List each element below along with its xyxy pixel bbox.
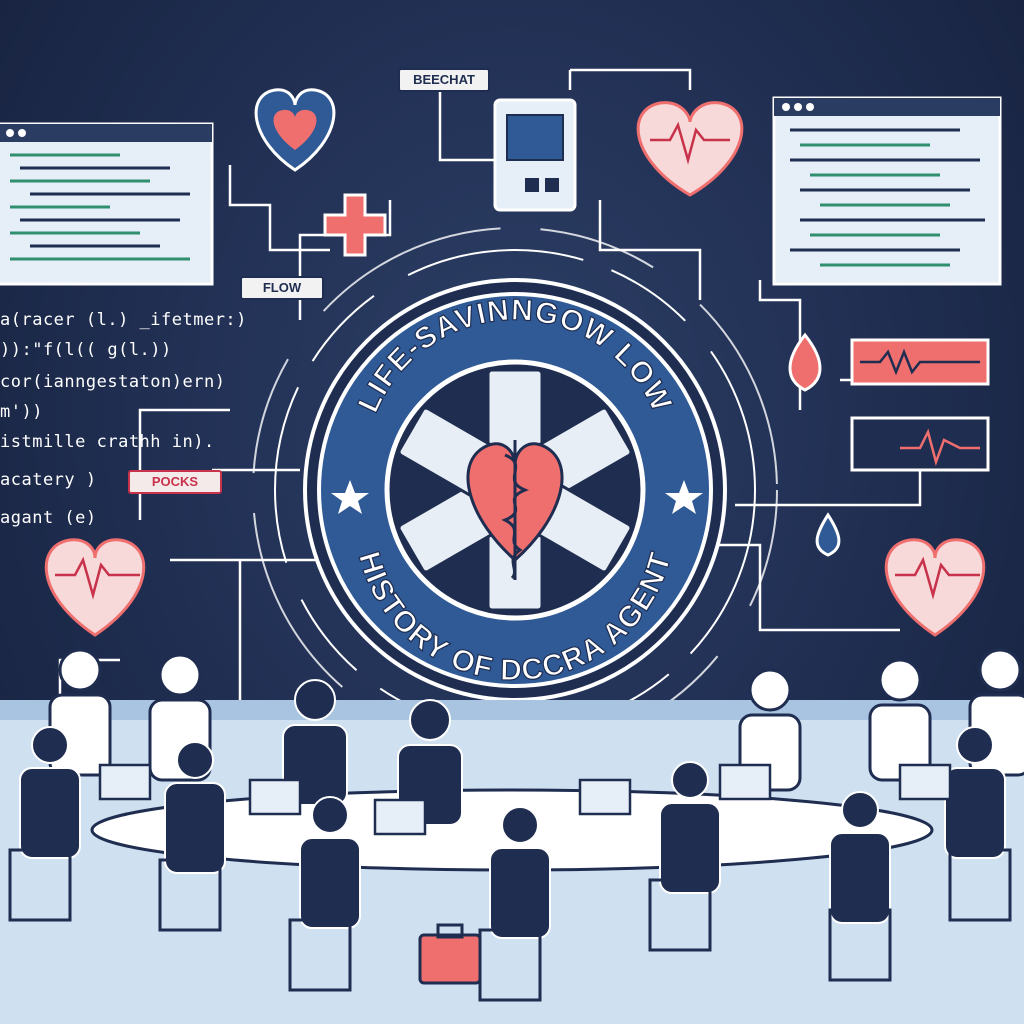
pocks-label: POCKS bbox=[128, 470, 222, 494]
beechat-label: BEECHAT bbox=[398, 68, 490, 92]
star-icon bbox=[665, 480, 703, 514]
central-badge: LIFE-SAVINNGOW LOW HISTORY OF DCCRA AGEN… bbox=[303, 278, 727, 702]
briefcase-icon bbox=[418, 923, 482, 985]
star-icon bbox=[331, 480, 369, 514]
code-line: )):"f(l(( g(l.)) bbox=[0, 340, 172, 360]
device-monitor-icon bbox=[493, 98, 577, 212]
water-drop-icon bbox=[788, 332, 841, 557]
code-line: m')) bbox=[0, 402, 43, 422]
code-line: istmille crathh in). bbox=[0, 432, 215, 452]
code-window-right bbox=[772, 96, 1002, 286]
flow-label: FLOW bbox=[240, 276, 324, 300]
laptop-icon bbox=[98, 763, 952, 836]
caduceus-icon bbox=[501, 440, 530, 580]
heartbeat-monitor-icon bbox=[850, 338, 990, 472]
code-line: acatery ) bbox=[0, 470, 97, 490]
heartbeat-icon bbox=[884, 538, 986, 637]
code-line: agant (e) bbox=[0, 508, 97, 528]
medical-cross-icon bbox=[323, 193, 387, 257]
heartbeat-icon bbox=[44, 538, 146, 637]
heartbeat-icon bbox=[636, 101, 744, 197]
code-line: cor(ianngestaton)ern) bbox=[0, 372, 226, 392]
code-window-left bbox=[0, 122, 214, 286]
heart-icon bbox=[254, 88, 336, 172]
code-line: a(racer (l.) _ifetmer:) bbox=[0, 310, 247, 330]
meeting-scene bbox=[0, 648, 1024, 1024]
